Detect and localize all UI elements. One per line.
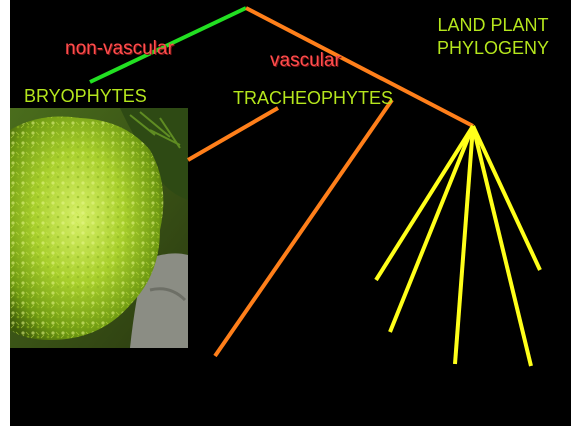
vascular-branch-b [215, 100, 392, 356]
radiation-branch-5 [473, 126, 540, 270]
title-line-2: PHYLOGENY [418, 37, 568, 60]
diagram-title: LAND PLANT PHYLOGENY [418, 14, 568, 60]
tracheophytes-label: TRACHEOPHYTES [233, 88, 393, 108]
nonvascular-label: non-vascular [65, 38, 174, 60]
radiation-branch-4 [473, 126, 531, 366]
moss-photo [10, 108, 188, 348]
title-line-1: LAND PLANT [418, 14, 568, 37]
slide: LAND PLANT PHYLOGENY non-vascular vascul… [10, 0, 571, 426]
bryophytes-label: BRYOPHYTES [24, 86, 147, 106]
vascular-branch-a [188, 108, 278, 160]
vascular-label: vascular [270, 50, 341, 72]
radiation-branch-1 [376, 126, 473, 280]
